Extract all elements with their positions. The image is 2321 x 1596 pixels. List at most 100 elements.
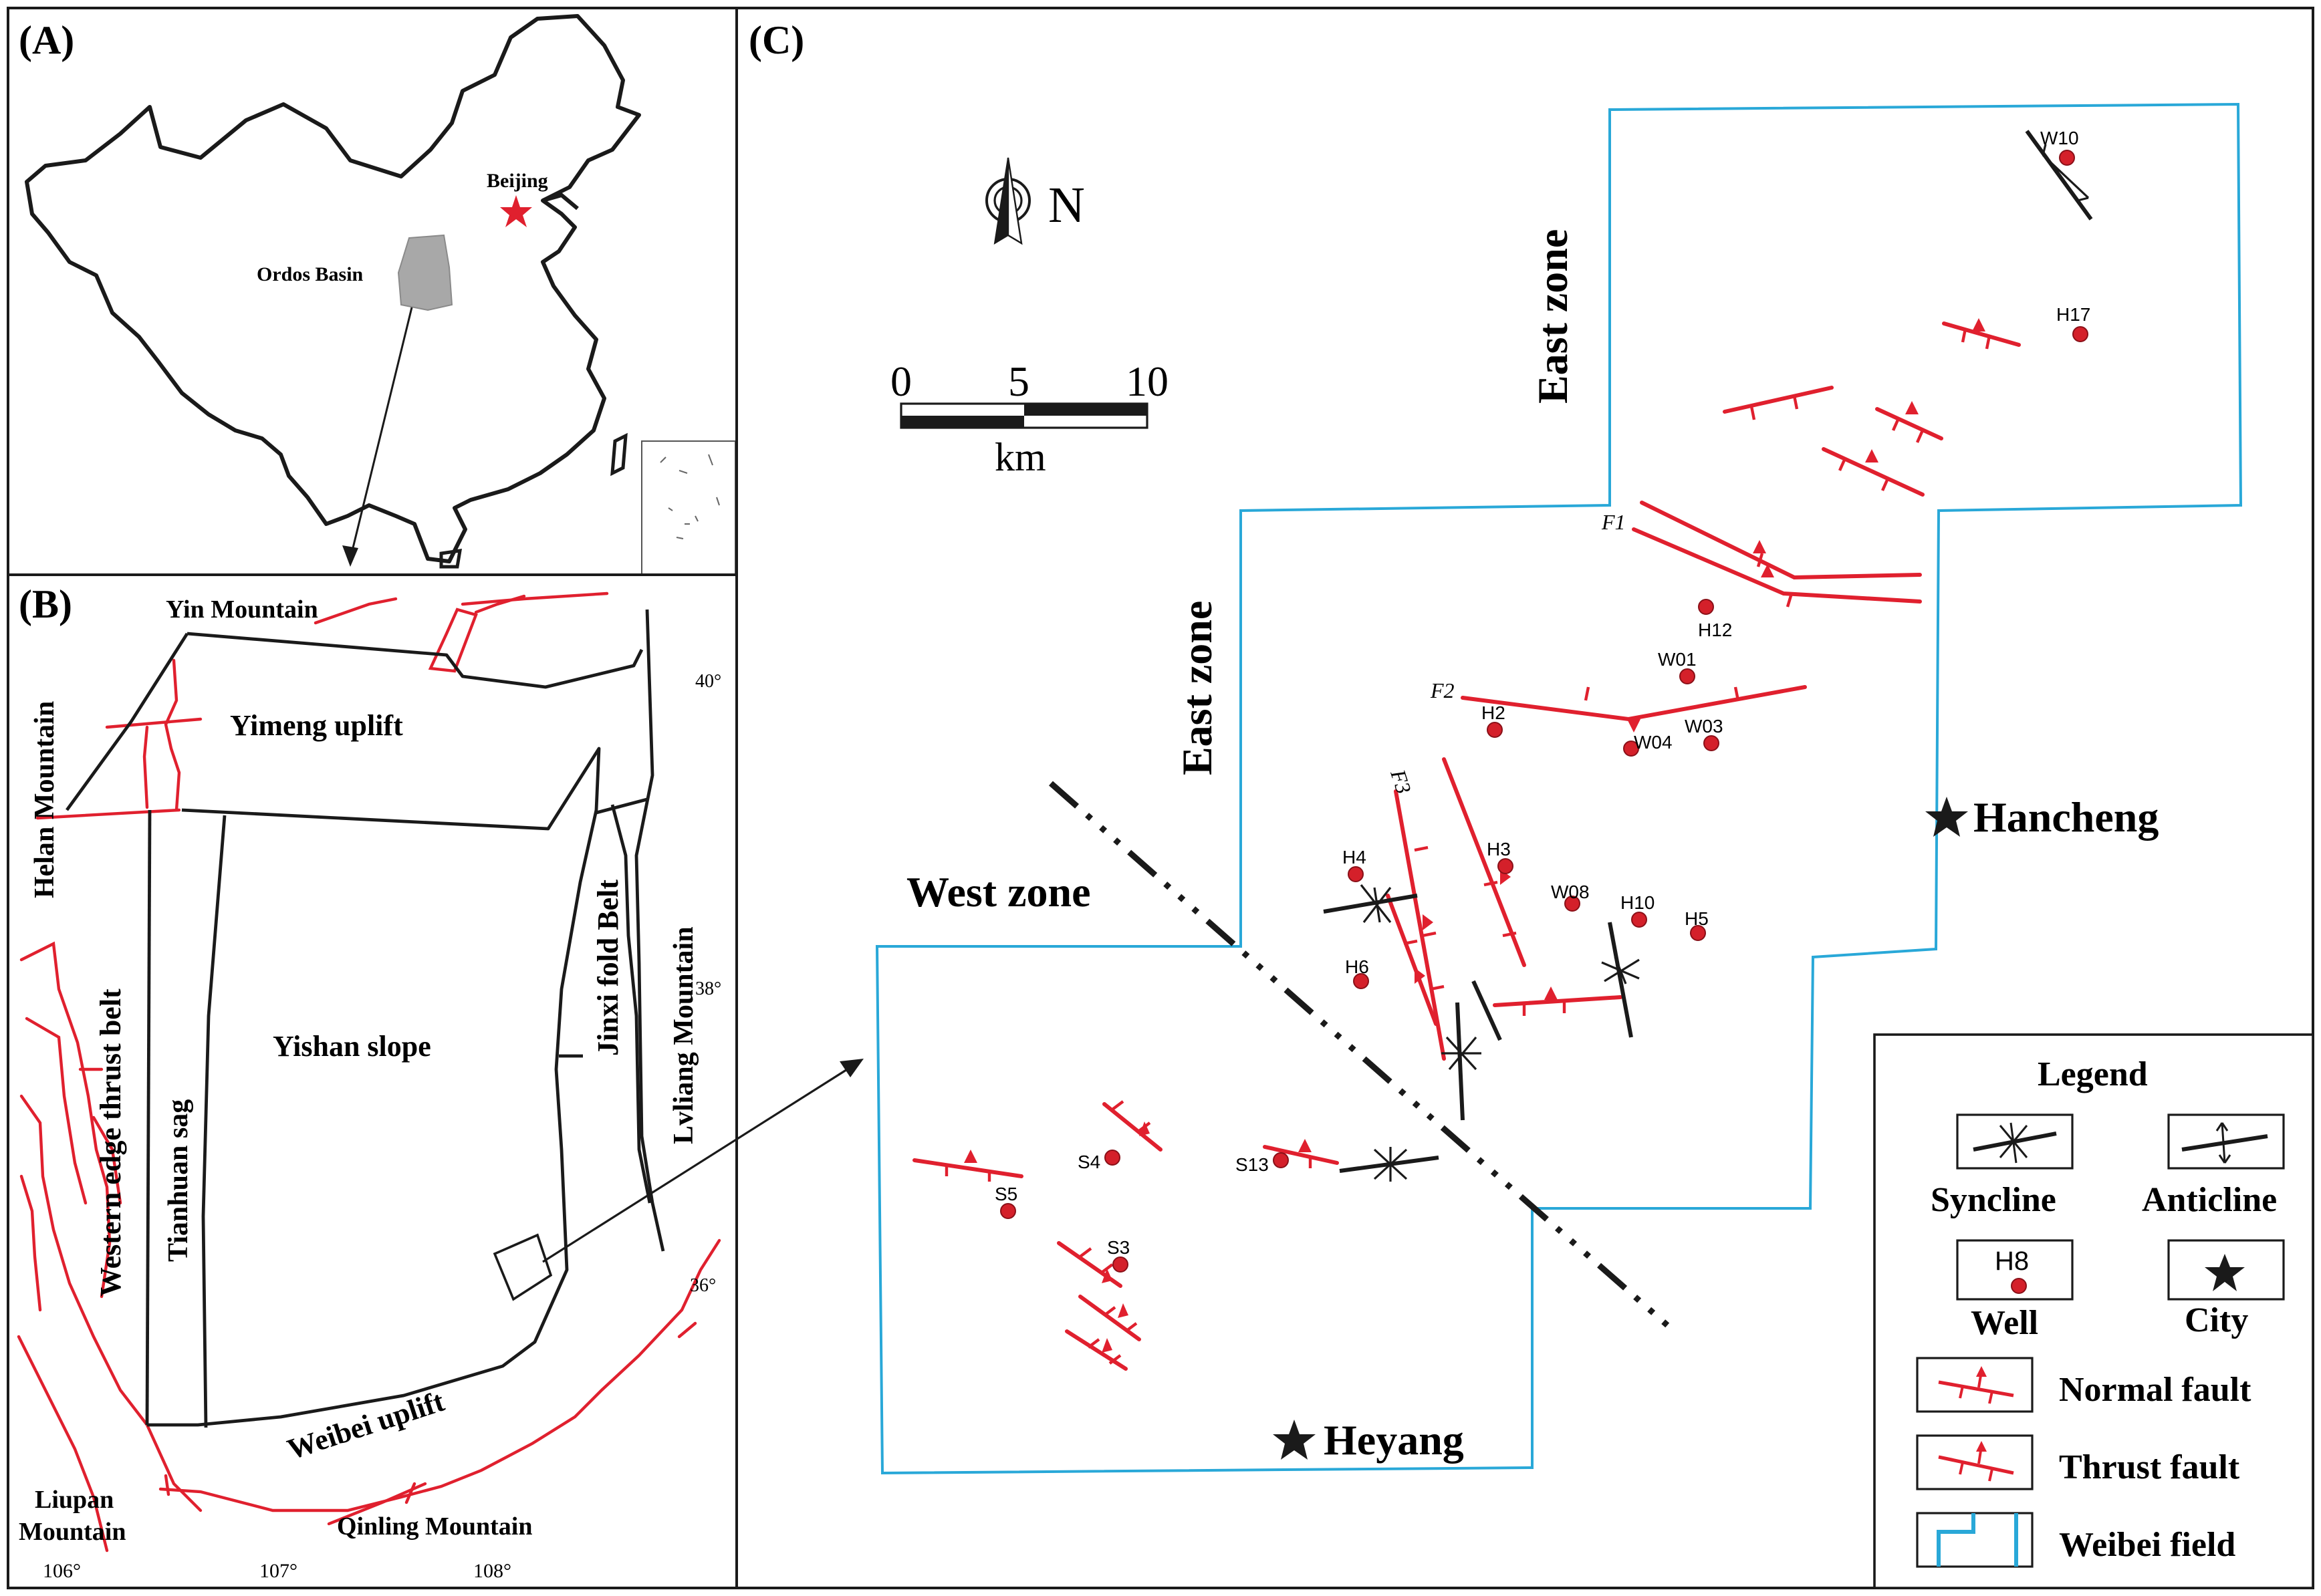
- helan-mountain-label: Helan Mountain: [29, 701, 60, 898]
- fault-arrows: [964, 318, 1985, 1353]
- scale-unit: km: [995, 435, 1046, 479]
- legend-title: Legend: [2038, 1055, 2148, 1093]
- legend-city-star-icon: [2205, 1254, 2245, 1291]
- well-s3: S3: [1107, 1237, 1130, 1273]
- legend-weibei-field-label: Weibei field: [2059, 1526, 2235, 1564]
- well-h17: H17: [2056, 304, 2090, 342]
- scale-bar: [900, 402, 1148, 429]
- syncline-symbol-icon: [1973, 1122, 2057, 1164]
- regional-faults: [17, 591, 721, 1553]
- weibei-field-symbol-icon: [1937, 1513, 2018, 1567]
- legend-well-sample: H8: [1995, 1246, 2029, 1276]
- fault-f2-label: F2: [1430, 678, 1455, 702]
- heyang-star-icon: [1273, 1420, 1316, 1460]
- fold-axis-symbols: [1360, 144, 2090, 1182]
- liupan-label-2: Mountain: [19, 1518, 126, 1546]
- legend-well-label: Well: [1971, 1304, 2038, 1342]
- lon-108-label: 108°: [473, 1560, 511, 1582]
- legend-thrust-fault-label: Thrust fault: [2059, 1448, 2240, 1486]
- fault-ticks: [945, 328, 1991, 1365]
- fault-f3: [1394, 789, 1446, 1061]
- west-zone-label: West zone: [906, 868, 1091, 916]
- well-s13: S13: [1235, 1152, 1289, 1175]
- hancheng-label: Hancheng: [1973, 793, 2159, 841]
- svg-text:H12: H12: [1698, 620, 1732, 640]
- svg-text:H3: H3: [1487, 839, 1511, 859]
- arrow-head-a: [342, 545, 358, 567]
- svg-text:W03: W03: [1685, 716, 1723, 737]
- lon-106-label: 106°: [43, 1560, 81, 1582]
- east-zone-lower-label: East zone: [1173, 601, 1221, 775]
- south-china-sea-inset: [641, 440, 736, 575]
- fault-f2: [1461, 685, 1807, 722]
- lon-107-label: 107°: [259, 1560, 297, 1582]
- arrow-head-b: [840, 1059, 864, 1077]
- qinling-label: Qinling Mountain: [337, 1512, 532, 1541]
- svg-text:H6: H6: [1345, 956, 1369, 977]
- fold-structures: [1323, 130, 2093, 1173]
- faults: [912, 321, 2021, 1371]
- well-h3: H3: [1487, 839, 1513, 874]
- panel-c-label: (C): [749, 18, 804, 62]
- lat-36-label: 36°: [690, 1275, 716, 1296]
- svg-text:H17: H17: [2056, 304, 2090, 325]
- fault-f1-label: F1: [1601, 510, 1626, 534]
- legend-anticline-label: Anticline: [2142, 1181, 2277, 1219]
- well-h6: H6: [1345, 956, 1369, 989]
- scale-tick-10: 10: [1126, 358, 1169, 405]
- liupan-label-1: Liupan: [35, 1486, 114, 1514]
- well-s4: S4: [1078, 1150, 1120, 1172]
- study-area-box: [493, 1233, 553, 1301]
- north-arrow-icon: [985, 157, 1031, 245]
- wells: W10 H17 H12 W01 H2 W04 W03 H3 H4 W08 H10…: [995, 128, 2090, 1273]
- yishan-slope-label: Yishan slope: [273, 1030, 431, 1063]
- liaodong-coast: [542, 192, 579, 211]
- well-h10: H10: [1620, 892, 1655, 928]
- svg-text:S3: S3: [1107, 1237, 1130, 1258]
- svg-text:H5: H5: [1685, 908, 1709, 929]
- fault-h3: [1442, 757, 1526, 967]
- scale-tick-5: 5: [1008, 358, 1029, 405]
- well-w10: W10: [2040, 128, 2079, 166]
- svg-text:H4: H4: [1342, 847, 1366, 868]
- east-zone-upper-label: East zone: [1529, 229, 1576, 404]
- china-outline: [25, 14, 641, 563]
- svg-text:S5: S5: [995, 1184, 1017, 1204]
- yimeng-uplift-label: Yimeng uplift: [230, 709, 403, 742]
- hancheng-star-icon: [1925, 797, 1968, 837]
- legend-normal-fault-label: Normal fault: [2059, 1371, 2251, 1409]
- svg-text:W10: W10: [2040, 128, 2079, 148]
- legend-syncline-label: Syncline: [1931, 1181, 2056, 1219]
- panel-c: (C) N 0 5 10 km East zone East zone West…: [735, 7, 2314, 1589]
- well-s5: S5: [995, 1184, 1017, 1219]
- beijing-star-icon: [500, 195, 532, 227]
- well-h2: H2: [1481, 702, 1505, 738]
- hainan-outline: [439, 549, 463, 569]
- svg-text:S4: S4: [1078, 1152, 1100, 1172]
- svg-text:S13: S13: [1235, 1154, 1269, 1175]
- lat-38-label: 38°: [695, 978, 721, 999]
- taiwan-outline: [610, 432, 628, 477]
- well-h12: H12: [1698, 599, 1732, 640]
- beijing-label: Beijing: [487, 170, 548, 192]
- well-w08: W08: [1551, 882, 1590, 912]
- fault-f1-b: [1632, 527, 1922, 604]
- ordos-basin-shape: [397, 234, 453, 311]
- tianhuan-sag-label: Tianhuan sag: [163, 1099, 194, 1262]
- legend-well-dot-icon: [2011, 1278, 2027, 1294]
- svg-text:W01: W01: [1658, 649, 1697, 670]
- well-h4: H4: [1342, 847, 1366, 882]
- structural-boundaries: [66, 609, 665, 1428]
- anticline-symbol-icon: [2181, 1122, 2268, 1164]
- panel-a-label: (A): [19, 18, 74, 62]
- weibei-uplift-label: Weibei uplift: [283, 1385, 449, 1466]
- panel-a: (A) Beijing Ordos Basin: [7, 7, 738, 576]
- yin-mountain-label: Yin Mountain: [166, 595, 318, 624]
- legend: Legend Syncline Anticline H8: [1873, 1033, 2314, 1589]
- well-w04: W04: [1623, 732, 1673, 757]
- jinxi-fold-label: Jinxi fold Belt: [592, 880, 624, 1056]
- heyang-label: Heyang: [1324, 1416, 1464, 1464]
- lat-40-label: 40°: [695, 671, 721, 692]
- svg-text:W04: W04: [1634, 732, 1673, 753]
